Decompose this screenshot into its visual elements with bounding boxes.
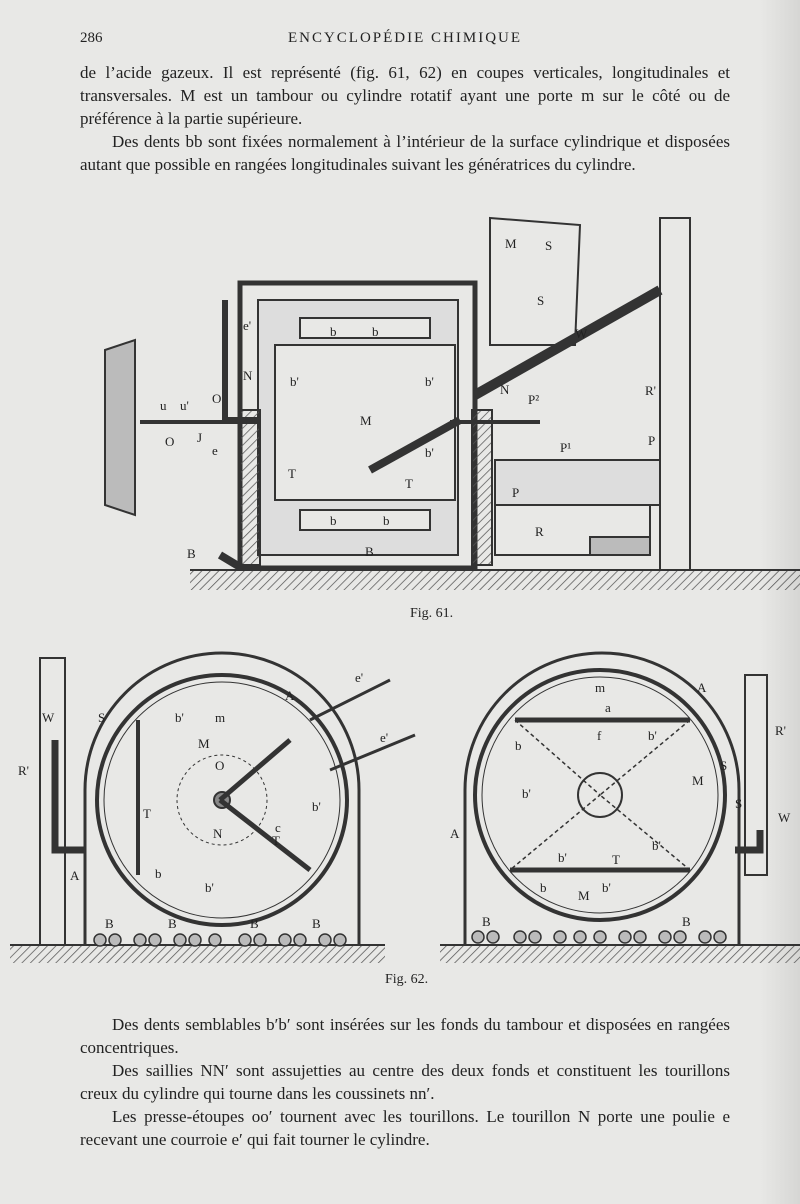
figure-label: N (213, 826, 223, 841)
figure-label: P² (528, 392, 539, 407)
figure-label: T (288, 466, 296, 481)
figure-label: b (540, 880, 547, 895)
figure-label: M (360, 413, 372, 428)
figure-label: e (212, 443, 218, 458)
figure-label: N (243, 368, 253, 383)
figure-label: A (70, 868, 80, 883)
figure-label: W (42, 710, 55, 725)
figure-label: b' (522, 786, 531, 801)
figure-label: b (383, 513, 390, 528)
figure-label: P (512, 485, 519, 500)
figure-61-caption: Fig. 61. (410, 606, 454, 621)
figure-label: u (160, 398, 167, 413)
figure-label: u' (180, 398, 189, 413)
figure-label: S (98, 710, 105, 725)
figure-label: A (697, 680, 707, 695)
figure-label: B (682, 914, 691, 929)
figure-label: e' (243, 318, 251, 333)
paragraph: de l’acide gazeux. Il est représenté (fi… (80, 63, 730, 128)
figure-label: R' (645, 383, 656, 398)
figure-label: b' (652, 838, 661, 853)
figure-label: b' (290, 374, 299, 389)
figure-label: T (612, 852, 620, 867)
figure-label: A (450, 826, 460, 841)
figure-label: B (312, 916, 321, 931)
figure-62-drawing: W S R' m A e' e' b' M O N c b' T T b b' … (10, 651, 800, 963)
figure-label: N (500, 382, 510, 397)
page-edge-shadow (760, 0, 800, 1204)
figure-label: S (735, 796, 742, 811)
figure-label: A (285, 688, 295, 703)
figure-label: B (105, 916, 114, 931)
figure-label: R (535, 524, 544, 539)
paragraph: Des dents semblables b′b′ sont insérées … (80, 1015, 730, 1057)
figure-label: M (692, 773, 704, 788)
figure-label: b' (425, 445, 434, 460)
figure-label: b' (205, 880, 214, 895)
figure-label: M (198, 736, 210, 751)
figure-label: O (215, 758, 224, 773)
paragraph: Des saillies NN′ sont assujetties au cen… (80, 1061, 730, 1103)
figure-label: e' (380, 730, 388, 745)
figure-label: b' (558, 850, 567, 865)
figure-label: m (215, 710, 225, 725)
figure-label: W (575, 326, 588, 341)
figure-label: S (545, 238, 552, 253)
figure-label: S (720, 758, 727, 773)
figure-label: O (212, 391, 221, 406)
figure-label: R' (775, 723, 786, 738)
running-header: 286 ENCYCLOPÉDIE CHIMIQUE (80, 30, 730, 50)
figure-label: B (250, 916, 259, 931)
figure-label: B (482, 914, 491, 929)
figure-label: b' (602, 880, 611, 895)
figure-label: S (537, 293, 544, 308)
figure-label: b' (312, 799, 321, 814)
figure-label: b (155, 866, 162, 881)
figure-label: b' (425, 374, 434, 389)
figure-label: T (272, 833, 280, 848)
figure-label: T (143, 806, 151, 821)
figure-label: c (275, 820, 281, 835)
figure-label: e' (355, 670, 363, 685)
figure-label: b (372, 324, 379, 339)
paragraph: Les presse-étoupes oo′ tournent avec les… (80, 1107, 730, 1149)
figure-label: b (330, 324, 337, 339)
figure-label: M (505, 236, 517, 251)
figure-label: b' (648, 728, 657, 743)
figure-label: B (187, 546, 196, 561)
paragraph: Des dents bb sont fixées normalement à l… (80, 132, 730, 174)
figure-label: J (197, 430, 202, 445)
page-number: 286 (80, 30, 103, 46)
running-title: ENCYCLOPÉDIE CHIMIQUE (287, 30, 523, 46)
figure-label: R' (18, 763, 29, 778)
figure-label: W (778, 810, 791, 825)
figure-label: P¹ (560, 440, 571, 455)
figure-label: P (648, 433, 655, 448)
figure-label: b (330, 513, 337, 528)
figure-label: m (595, 680, 605, 695)
figure-61-drawing: M S S W e' b b N b' b' M N O P² u u' O J… (104, 216, 800, 590)
figure-label: a (605, 700, 611, 715)
figure-label: T (405, 476, 413, 491)
figure-label: f (597, 728, 602, 743)
figure-label: b (515, 738, 522, 753)
figure-label: B (168, 916, 177, 931)
figure-label: O (165, 434, 174, 449)
figure-62-caption: Fig. 62. (385, 972, 429, 987)
figure-label: M (578, 888, 590, 903)
figure-label: b' (175, 710, 184, 725)
figure-label: B (365, 544, 374, 559)
